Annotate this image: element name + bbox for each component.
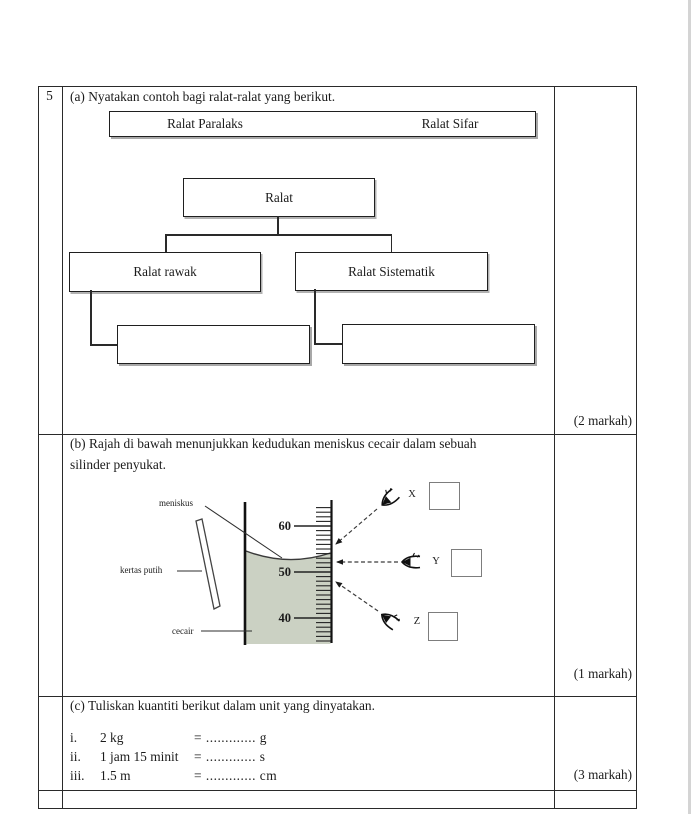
connector-line (90, 344, 118, 346)
page-edge-shadow (688, 0, 691, 814)
item-i-answer-blank[interactable]: = ............. g (194, 730, 267, 745)
scale-value-60: 60 (278, 518, 292, 533)
flowchart-root-box: Ralat (183, 178, 375, 217)
flowchart-branch-label: Ralat rawak (133, 264, 197, 279)
table-col-divider-left (62, 87, 64, 808)
answer-blank-box-2[interactable] (342, 324, 535, 364)
item-ii-quantity: 1 jam 15 minit (100, 749, 179, 764)
connector-line (165, 234, 167, 253)
answer-bank-item-paralaks: Ralat Paralaks (167, 116, 243, 131)
item-i-quantity: 2 kg (100, 730, 124, 745)
eye-label-y: Y (432, 556, 440, 567)
answer-checkbox-z[interactable] (428, 612, 458, 641)
scale-value-40: 40 (278, 610, 292, 625)
flowchart-branch-box-sistematik: Ralat Sistematik (295, 252, 488, 291)
eye-label-z: Z (413, 616, 421, 627)
part-b-marks: (1 markah) (573, 666, 632, 681)
liquid-label: cecair (172, 626, 194, 636)
item-ii-numeral: ii. (70, 749, 81, 764)
part-c-prompt: (c) Tuliskan kuantiti berikut dalam unit… (70, 698, 375, 713)
flowchart-branch-box-rawak: Ralat rawak (69, 252, 261, 292)
part-c-marks: (3 markah) (573, 767, 632, 782)
answer-blank-box-1[interactable] (117, 325, 310, 364)
item-i-numeral: i. (70, 730, 78, 745)
answer-checkbox-x[interactable] (429, 482, 460, 510)
answer-checkbox-y[interactable] (451, 549, 482, 577)
part-b-prompt-line1: (b) Rajah di bawah menunjukkan kedudukan… (70, 436, 477, 451)
connector-line (165, 234, 392, 236)
meniscus-label: meniskus (159, 498, 194, 508)
exam-table (38, 86, 637, 809)
part-a-marks: (2 markah) (573, 413, 632, 428)
connector-line (314, 343, 343, 345)
item-iii-quantity: 1.5 m (100, 768, 131, 783)
item-iii-answer-blank[interactable]: = ............. cm (194, 768, 278, 783)
item-iii-numeral: iii. (70, 768, 85, 783)
connector-line (277, 216, 279, 235)
part-b-prompt-line2: silinder penyukat. (70, 457, 166, 472)
table-col-divider-marks (554, 87, 556, 808)
table-row-divider-b-c (39, 696, 636, 698)
answer-bank-item-sifar: Ralat Sifar (421, 116, 479, 131)
flowchart-branch-label: Ralat Sistematik (348, 263, 435, 279)
connector-line (90, 290, 92, 346)
connector-line (390, 234, 393, 253)
table-row-divider-c-end (39, 790, 636, 792)
table-row-divider-a-b (39, 434, 636, 436)
white-paper-label: kertas putih (120, 565, 163, 575)
eye-label-x: X (408, 489, 416, 500)
answer-bank-box: Ralat Paralaks Ralat Sifar (109, 111, 536, 137)
item-ii-answer-blank[interactable]: = ............. s (194, 749, 266, 764)
connector-line (314, 289, 316, 345)
flowchart-root-label: Ralat (265, 189, 293, 205)
scale-value-50: 50 (278, 564, 292, 579)
part-a-prompt: (a) Nyatakan contoh bagi ralat-ralat yan… (70, 89, 336, 104)
question-number: 5 (46, 88, 53, 103)
